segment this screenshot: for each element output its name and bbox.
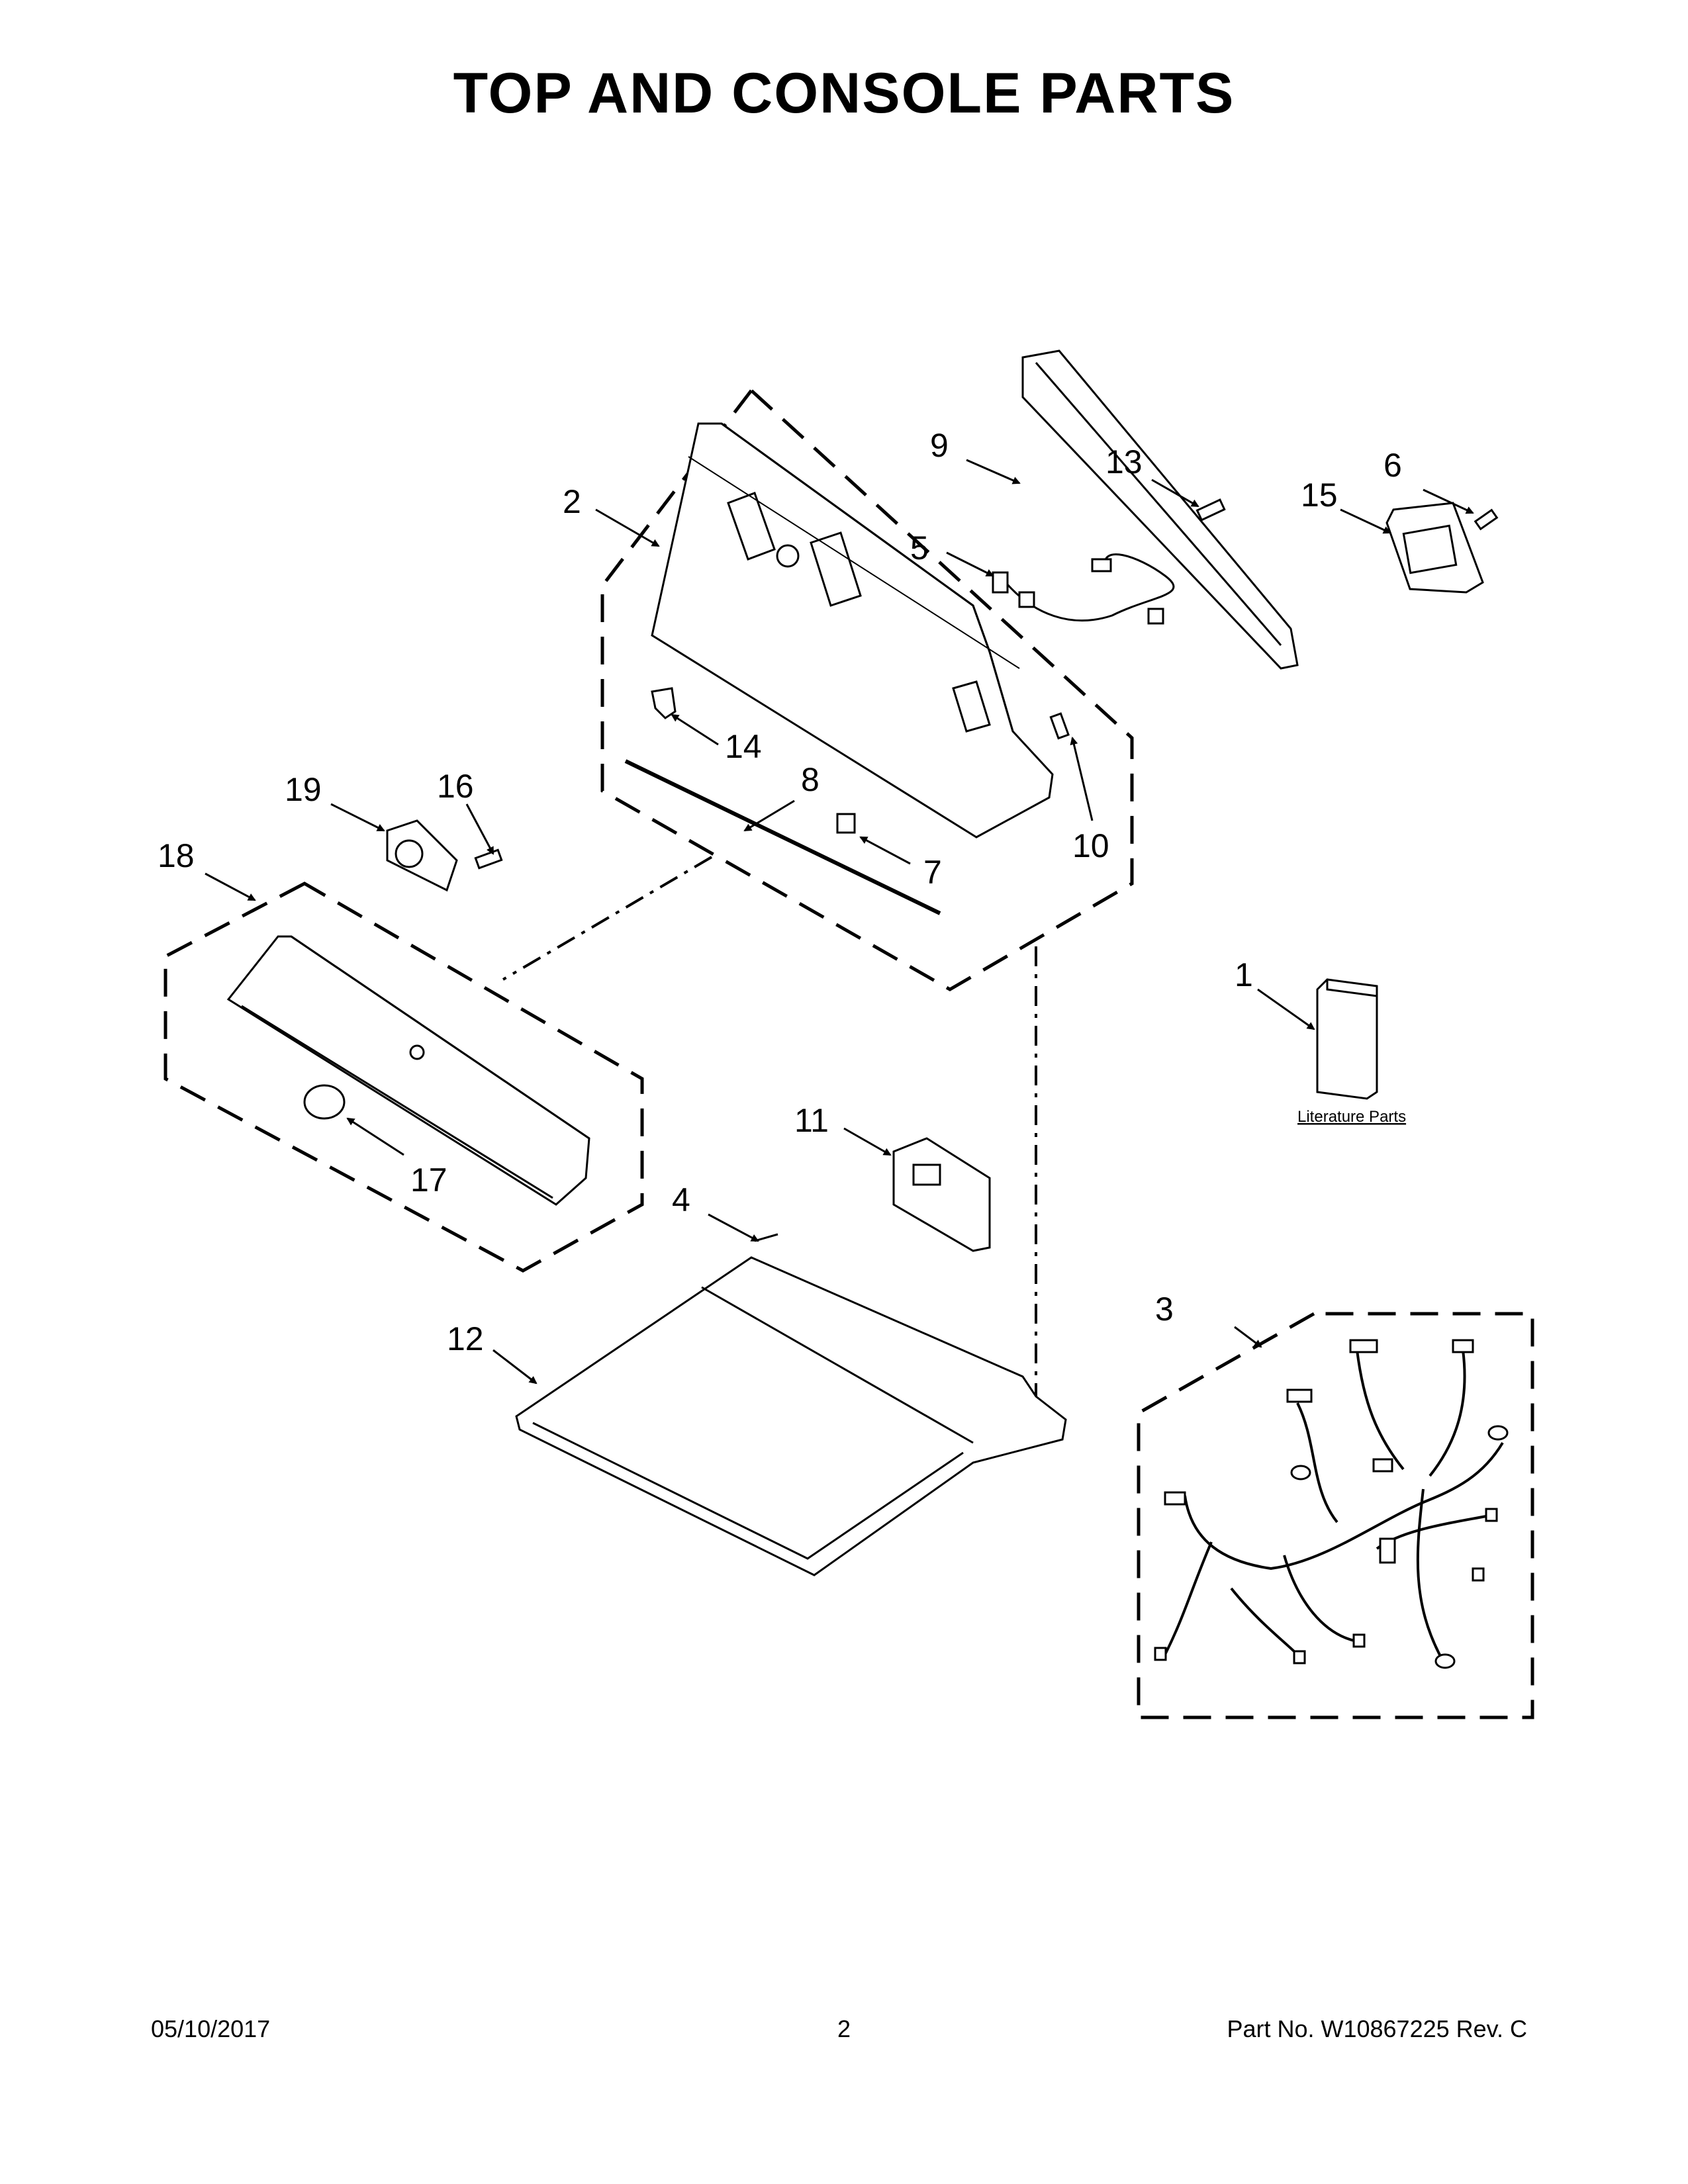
callout-3: 3 xyxy=(1155,1291,1174,1328)
rail-part xyxy=(1021,349,1299,670)
callout-12: 12 xyxy=(447,1320,484,1357)
callout-arrow xyxy=(330,803,385,832)
callout-arrow xyxy=(743,799,795,832)
callout-11: 11 xyxy=(794,1102,829,1139)
callout-17: 17 xyxy=(410,1161,447,1199)
callout-arrow xyxy=(346,1117,404,1156)
footer-part-number: Part No. W10867225 Rev. C xyxy=(1227,2015,1527,2042)
page-title: TOP AND CONSOLE PARTS xyxy=(453,62,1235,125)
callout-18: 18 xyxy=(158,837,195,874)
callout-1: 1 xyxy=(1235,956,1253,993)
callout-arrow xyxy=(1340,508,1391,534)
bracket-part xyxy=(1385,502,1484,594)
callout-5: 5 xyxy=(910,529,929,567)
screw-part xyxy=(474,498,1499,870)
board-part xyxy=(386,819,458,892)
literature-label: Literature Parts xyxy=(1297,1108,1406,1126)
callout-10: 10 xyxy=(1072,827,1109,864)
harness-group-outline xyxy=(1137,1312,1534,1719)
footer-date: 05/10/2017 xyxy=(151,2015,271,2042)
top-part xyxy=(515,1256,1067,1576)
callout-4: 4 xyxy=(672,1181,690,1218)
callout-arrow xyxy=(1151,478,1199,508)
callout-arrow xyxy=(1234,1326,1262,1348)
callout-arrow xyxy=(1423,488,1474,514)
callout-arrow xyxy=(859,836,911,865)
callout-14: 14 xyxy=(725,728,762,765)
callout-arrow xyxy=(492,1349,538,1385)
console-part xyxy=(651,422,1054,839)
callout-8: 8 xyxy=(801,761,820,798)
callout-9: 9 xyxy=(930,427,949,464)
callout-arrow xyxy=(465,803,494,855)
wire-harness-part xyxy=(1164,1349,1504,1662)
callout-arrow xyxy=(1070,737,1094,821)
callout-arrow xyxy=(1257,988,1315,1030)
literature-part xyxy=(1316,978,1378,1100)
clip-part xyxy=(651,687,856,834)
callout-arrow xyxy=(671,713,719,746)
strip-part xyxy=(624,759,941,915)
control-panel-group-outline xyxy=(164,882,644,1273)
footer-page-number: 2 xyxy=(837,2015,851,2042)
switch-part xyxy=(892,1137,991,1252)
wire-part xyxy=(992,553,1175,625)
harness-connectors xyxy=(1154,1339,1509,1669)
knob-part xyxy=(303,1044,425,1120)
console-group-outline xyxy=(600,388,1134,991)
callout-13: 13 xyxy=(1105,443,1143,480)
callout-6: 6 xyxy=(1383,447,1402,484)
control-panel-part xyxy=(226,935,590,1206)
callout-19: 19 xyxy=(285,771,322,808)
connector-line xyxy=(502,856,713,981)
callout-7: 7 xyxy=(923,854,942,891)
callout-arrow xyxy=(946,551,994,577)
callout-arrow xyxy=(843,1127,892,1156)
callout-arrow xyxy=(966,459,1021,484)
callout-arrow xyxy=(708,1213,759,1242)
callout-arrow xyxy=(205,872,256,901)
callout-16: 16 xyxy=(437,768,474,805)
callout-2: 2 xyxy=(563,483,581,520)
callout-arrow xyxy=(595,508,660,547)
callout-15: 15 xyxy=(1301,477,1338,514)
